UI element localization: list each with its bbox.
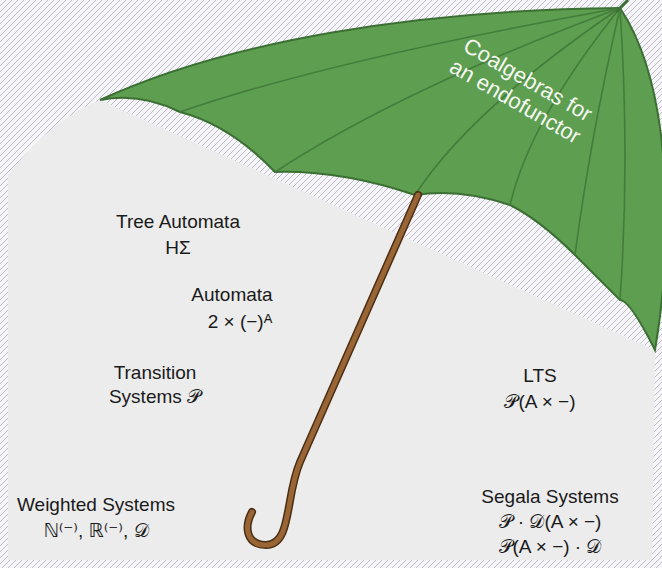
system-label: 𝒫(A × −) · 𝒟	[499, 535, 602, 559]
system-label: LTS	[523, 364, 556, 388]
system-label: Transition Systems 𝒫	[95, 361, 215, 409]
system-label: Tree Automata	[116, 210, 240, 234]
system-label: Segala Systems	[481, 485, 618, 509]
system-label: Automata	[191, 283, 272, 307]
umbrella-canopy	[100, 0, 662, 350]
canopy-text-box: Coalgebras for an endofunctor	[435, 27, 605, 157]
system-label: ℕ⁽⁻⁾, ℝ⁽⁻⁾, 𝒟	[43, 519, 148, 543]
system-label: Weighted Systems	[17, 493, 175, 517]
system-label: 𝒫(A × −)	[504, 390, 575, 414]
canopy-title: Coalgebras for an endofunctor	[437, 27, 605, 153]
system-label: 2 × (−)ᴬ	[208, 310, 273, 334]
umbrella-handle	[248, 195, 418, 545]
system-label: HΣ	[165, 236, 190, 260]
system-label: 𝒫 · 𝒟(A × −)	[499, 510, 602, 534]
